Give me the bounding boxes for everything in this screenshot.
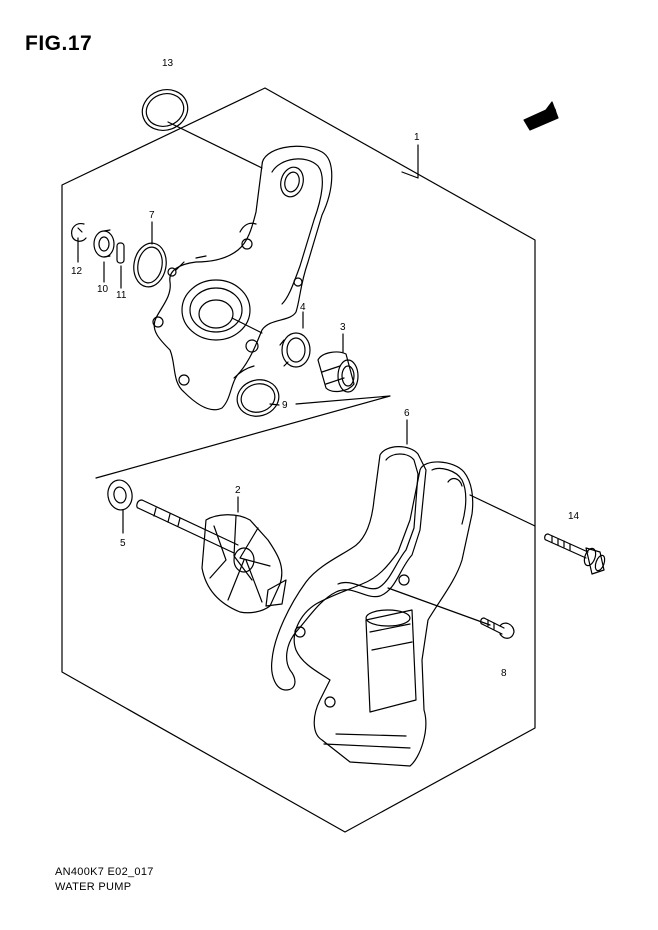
impeller-shaft-2: [136, 499, 287, 614]
gasket-6: [271, 446, 427, 691]
gasket-6-inner: [337, 453, 419, 590]
leader-line-8: [387, 587, 491, 626]
callout-9: 9: [282, 400, 288, 411]
o-ring-13: [141, 89, 189, 131]
separator-line: [95, 395, 391, 479]
callout-10: 10: [97, 284, 109, 295]
callout-11: 11: [116, 290, 127, 301]
washer-5: [107, 479, 133, 511]
callout-12: 12: [71, 266, 83, 277]
pump-housing-cover: [152, 145, 333, 411]
callout-4: 4: [300, 302, 306, 313]
callout-14: 14: [568, 511, 580, 522]
diagram-caption: WATER PUMP: [55, 881, 132, 893]
assembly-outline: [61, 87, 536, 833]
callout-1: 1: [414, 132, 420, 143]
callout-7: 7: [149, 210, 155, 221]
bolt-14: [544, 533, 606, 575]
callout-6: 6: [404, 408, 410, 419]
screw-8: [480, 617, 515, 639]
o-ring-7: [133, 242, 167, 288]
washer-10: [93, 229, 115, 258]
callout-8: 8: [501, 668, 507, 679]
pump-body: [293, 461, 474, 767]
leader-line-14: [469, 494, 536, 527]
callout-3: 3: [340, 322, 346, 333]
leader-line-13: [167, 121, 263, 169]
leader-line-1: [401, 144, 419, 179]
o-ring-9: [236, 379, 280, 417]
oil-seal-4: [279, 332, 311, 368]
figure-title: FIG.17: [25, 32, 93, 55]
callout-5: 5: [120, 538, 126, 549]
fwd-badge: [523, 101, 559, 131]
callout-labels: 1 2 3 4 5 6 7 8 9 10 11 12 13 14: [71, 58, 580, 679]
leader-line-shaft: [231, 317, 263, 334]
callout-2: 2: [235, 485, 241, 496]
leader-line-9: [269, 403, 280, 406]
mechanical-seal-3: [317, 351, 359, 393]
callout-13: 13: [162, 58, 174, 69]
e-clip-12: [71, 223, 87, 242]
pin-11: [116, 242, 125, 264]
diagram-code: AN400K7 E02_017: [55, 866, 154, 878]
